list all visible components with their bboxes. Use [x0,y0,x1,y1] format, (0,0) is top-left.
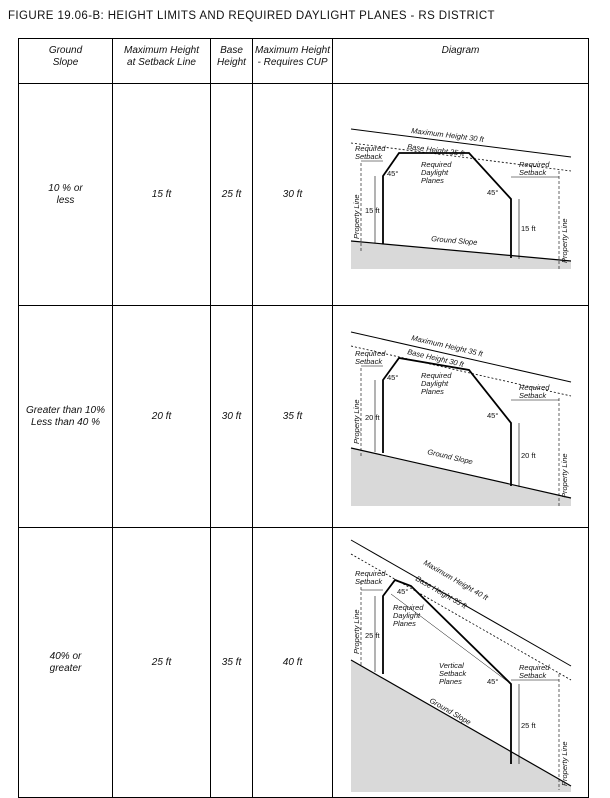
building-envelope [381,578,512,764]
cell-base-height: 25 ft [210,83,253,306]
cell-base-height: 30 ft [210,305,253,528]
cell-max-height-setback: 20 ft [112,305,211,528]
table-row: 40% or greater 25 ft 35 ft 40 ft [18,527,589,798]
header-max-height-cup: Maximum Height - Requires CUP [252,38,333,84]
height-label-right: 20 ft [521,451,537,460]
table-row: Greater than 10% Less than 40 % 20 ft 30… [18,305,589,528]
height-label-left: 25 ft [365,631,381,640]
angle-label-right: 45° [487,411,498,420]
ground-slope-label: Ground Slope [426,447,473,466]
ground-fill [350,659,571,792]
base-height-label: Base Height 25 ft [406,142,465,158]
property-line-label-left: Property Line [352,399,361,444]
height-limits-table: Ground Slope Maximum Height at Setback L… [18,38,589,798]
height-diagram: Maximum Height 35 ft Base Height 30 ft R… [350,331,571,506]
cell-diagram: Maximum Height 30 ft Base Height 25 ft R… [332,83,589,306]
property-line-label-right: Property Line [560,741,569,786]
header-row: Ground Slope Maximum Height at Setback L… [18,38,589,84]
cell-diagram: Maximum Height 35 ft Base Height 30 ft R… [332,305,589,528]
ground-fill [350,447,571,506]
header-max-height-setback: Maximum Height at Setback Line [112,38,211,84]
cell-ground-slope: 40% or greater [18,527,113,798]
page-title: FIGURE 19.06-B: HEIGHT LIMITS AND REQUIR… [8,10,495,22]
property-line-label-right: Property Line [560,218,569,263]
header-base-height: Base Height [210,38,253,84]
angle-label-right: 45° [487,188,498,197]
height-diagram: Maximum Height 40 ft Base Height 35 ft R… [350,539,571,792]
header-diagram: Diagram [332,38,589,84]
base-height-line [350,345,571,396]
cell-ground-slope: Greater than 10% Less than 40 % [18,305,113,528]
max-height-line [350,539,571,666]
height-diagram: Maximum Height 30 ft Base Height 25 ft R… [350,126,571,269]
daylight-plane-line [390,593,511,684]
building-envelope [381,356,512,486]
angle-label-left: 45° [387,169,398,178]
header-ground-slope: Ground Slope [18,38,113,84]
angle-label-left: 45° [397,587,408,596]
cell-max-height-cup: 30 ft [252,83,333,306]
max-height-line [350,331,571,382]
angle-label-right: 45° [487,677,498,686]
ground-slope-label: Ground Slope [430,234,477,247]
ground-line [350,446,571,499]
cell-max-height-cup: 40 ft [252,527,333,798]
height-label-right: 15 ft [521,224,537,233]
ground-fill [350,240,571,269]
property-line-label-left: Property Line [352,609,361,654]
property-line-label-right: Property Line [560,453,569,498]
cell-max-height-cup: 35 ft [252,305,333,528]
building-envelope [381,151,512,258]
base-height-line [350,142,571,171]
ground-line [350,658,571,787]
height-label-left: 15 ft [365,206,381,215]
max-height-line [350,128,571,157]
height-label-left: 20 ft [365,413,381,422]
angle-label-left: 45° [387,373,398,382]
height-label-right: 25 ft [521,721,537,730]
cell-base-height: 35 ft [210,527,253,798]
cell-max-height-setback: 15 ft [112,83,211,306]
cell-max-height-setback: 25 ft [112,527,211,798]
table-row: 10 % or less 15 ft 25 ft 30 ft Max [18,83,589,306]
ground-line [350,239,571,262]
cell-diagram: Maximum Height 40 ft Base Height 35 ft R… [332,527,589,798]
cell-ground-slope: 10 % or less [18,83,113,306]
property-line-label-left: Property Line [352,194,361,239]
